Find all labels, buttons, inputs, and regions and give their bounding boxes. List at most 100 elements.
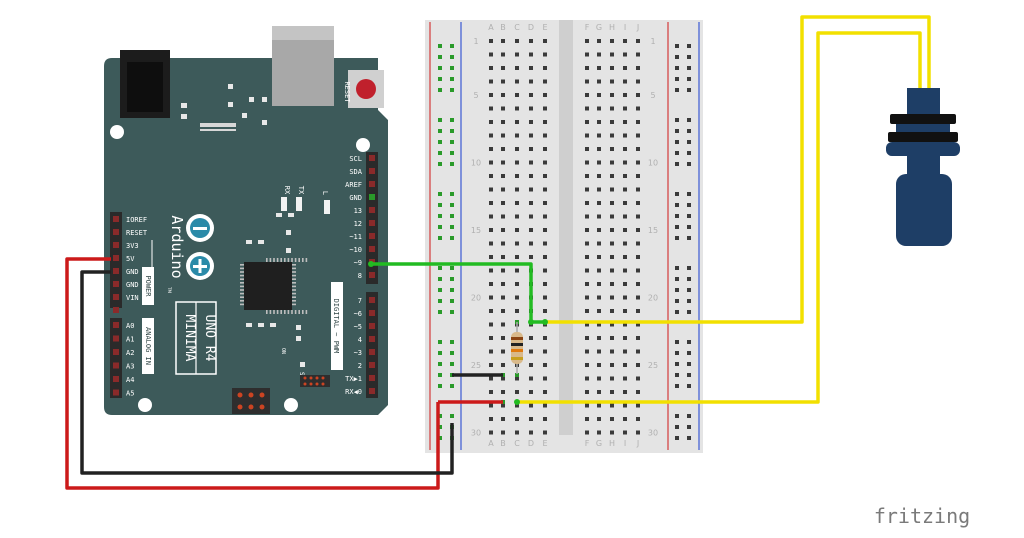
power-pin-label: 5V bbox=[126, 255, 135, 263]
breadboard-hole bbox=[585, 282, 589, 286]
microcontroller-chip bbox=[244, 262, 292, 310]
header-pin bbox=[369, 181, 375, 187]
row-number: 20 bbox=[471, 294, 481, 303]
breadboard-hole bbox=[623, 147, 627, 151]
column-letter: J bbox=[636, 439, 639, 448]
breadboard-hole bbox=[636, 93, 640, 97]
mount-hole bbox=[356, 138, 370, 152]
breadboard-hole bbox=[501, 349, 505, 354]
breadboard-hole bbox=[585, 241, 589, 246]
breadboard-hole bbox=[489, 309, 493, 313]
breadboard-hole bbox=[585, 147, 589, 151]
rail-hole bbox=[450, 88, 454, 92]
breadboard-hole bbox=[597, 241, 601, 246]
breadboard-hole bbox=[623, 214, 627, 219]
rail-hole bbox=[675, 203, 679, 207]
digital-pin-label: GND bbox=[349, 194, 362, 202]
breadboard-hole bbox=[543, 376, 547, 381]
rail-hole bbox=[438, 340, 442, 344]
breadboard-hole bbox=[597, 187, 601, 192]
breadboard-hole bbox=[636, 430, 640, 435]
row-number: 30 bbox=[471, 429, 481, 438]
breadboard-hole bbox=[610, 174, 614, 178]
breadboard-hole bbox=[623, 376, 627, 381]
breadboard-hole bbox=[636, 79, 640, 84]
resistor bbox=[511, 322, 523, 374]
breadboard-hole bbox=[501, 106, 505, 111]
rail-hole bbox=[687, 44, 691, 48]
breadboard-hole bbox=[585, 417, 589, 421]
breadboard-hole bbox=[636, 174, 640, 178]
breadboard-hole bbox=[501, 39, 505, 43]
rail-hole bbox=[450, 55, 454, 59]
breadboard-hole bbox=[489, 93, 493, 97]
digital-pin-label: ~5 bbox=[354, 323, 362, 331]
row-number: 20 bbox=[648, 294, 658, 303]
breadboard-hole bbox=[489, 336, 493, 340]
breadboard-hole bbox=[515, 93, 519, 97]
sensor-thread bbox=[896, 124, 950, 132]
breadboard-hole bbox=[543, 363, 547, 367]
breadboard-hole bbox=[515, 241, 519, 246]
breadboard-hole bbox=[501, 336, 505, 340]
breadboard-hole bbox=[489, 133, 493, 138]
breadboard-hole bbox=[623, 120, 627, 124]
breadboard-hole bbox=[597, 336, 601, 340]
breadboard-hole bbox=[610, 309, 614, 313]
breadboard-hole bbox=[597, 295, 601, 300]
breadboard-hole bbox=[585, 403, 589, 408]
rail-hole bbox=[687, 340, 691, 344]
rail-hole bbox=[687, 384, 691, 388]
rail-hole bbox=[450, 299, 454, 303]
breadboard-hole bbox=[543, 120, 547, 124]
resistor-band bbox=[511, 349, 523, 352]
breadboard-hole bbox=[489, 322, 493, 327]
breadboard-hole bbox=[585, 268, 589, 273]
header-pin bbox=[113, 362, 119, 369]
breadboard-hole bbox=[597, 147, 601, 151]
rail-hole bbox=[687, 55, 691, 59]
column-letter: J bbox=[636, 23, 639, 32]
breadboard-hole bbox=[636, 322, 640, 327]
tx-led bbox=[296, 197, 302, 211]
breadboard-hole bbox=[636, 187, 640, 192]
breadboard-hole bbox=[501, 228, 505, 232]
breadboard-hole bbox=[610, 147, 614, 151]
column-letter: H bbox=[609, 439, 615, 448]
rail-hole bbox=[450, 225, 454, 229]
rail-hole bbox=[438, 203, 442, 207]
model-line-2: MINIMA bbox=[182, 315, 197, 362]
breadboard-hole bbox=[529, 336, 533, 340]
breadboard-hole bbox=[585, 336, 589, 340]
breadboard-hole bbox=[529, 214, 533, 219]
sensor-float bbox=[896, 174, 952, 246]
rail-hole bbox=[675, 373, 679, 377]
rail-hole bbox=[438, 384, 442, 388]
breadboard-hole bbox=[489, 147, 493, 151]
column-letter: B bbox=[500, 23, 506, 32]
digital-header-lower bbox=[366, 292, 378, 398]
breadboard-hole bbox=[543, 93, 547, 97]
breadboard-hole bbox=[501, 282, 505, 286]
digital-pin-label: 8 bbox=[358, 272, 362, 280]
breadboard-hole bbox=[610, 66, 614, 70]
breadboard-hole bbox=[585, 66, 589, 70]
breadboard-hole bbox=[501, 133, 505, 138]
breadboard-hole bbox=[597, 417, 601, 421]
breadboard-hole bbox=[623, 309, 627, 313]
float-switch-sensor bbox=[886, 88, 960, 246]
breadboard-hole bbox=[543, 241, 547, 246]
breadboard-hole bbox=[636, 147, 640, 151]
column-letter: I bbox=[624, 23, 626, 32]
l-label: L bbox=[321, 191, 329, 195]
breadboard-hole bbox=[610, 93, 614, 97]
rail-hole bbox=[675, 66, 679, 70]
breadboard-hole bbox=[515, 147, 519, 151]
breadboard-hole bbox=[543, 295, 547, 300]
rail-hole bbox=[438, 55, 442, 59]
breadboard-hole bbox=[489, 174, 493, 178]
breadboard-hole bbox=[623, 93, 627, 97]
breadboard-hole bbox=[585, 93, 589, 97]
